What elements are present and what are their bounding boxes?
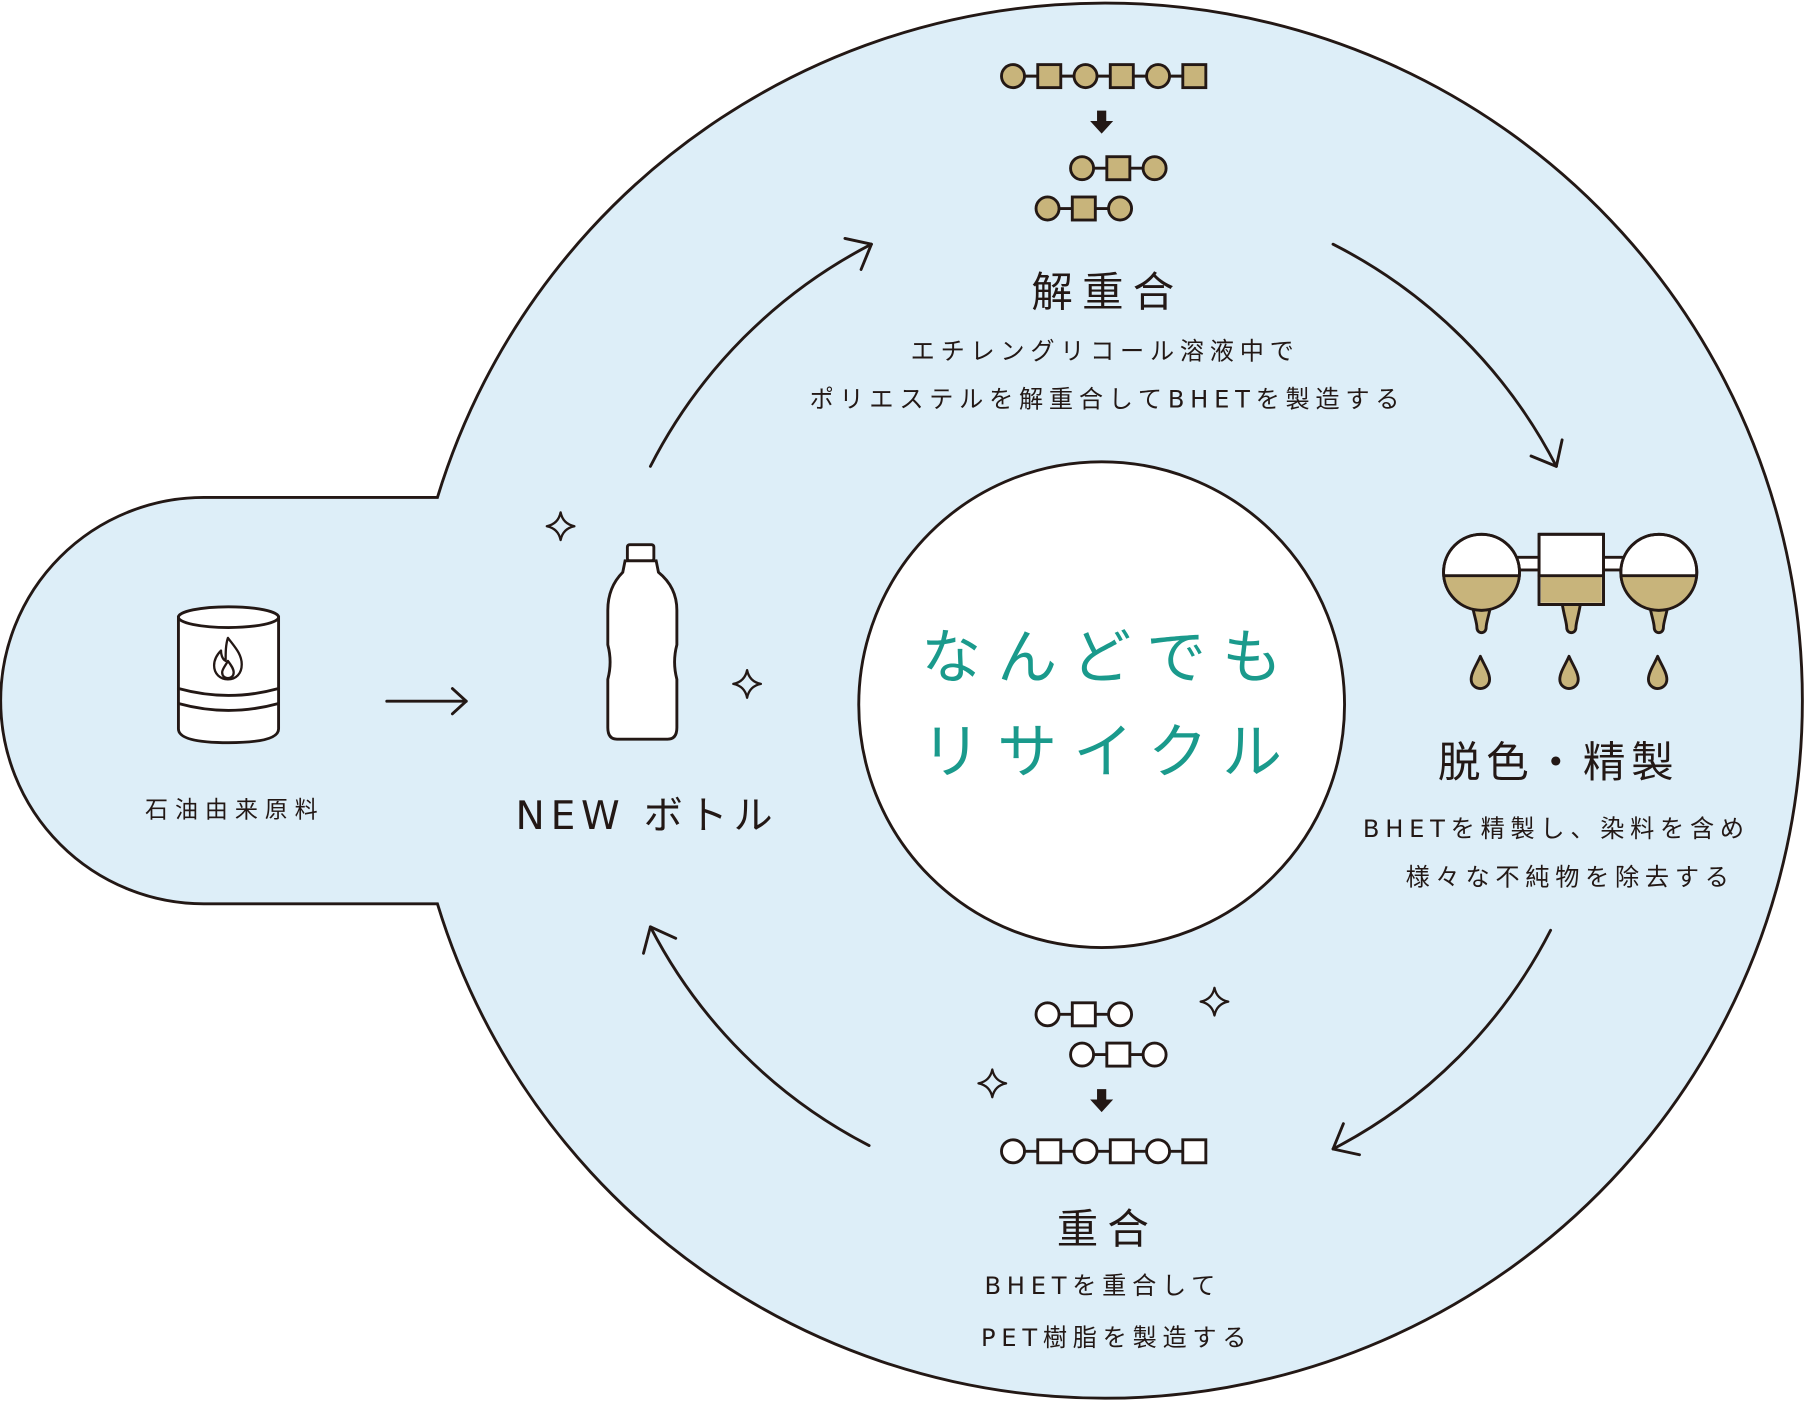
middle-vessel — [1537, 532, 1605, 606]
molecule-unit-square — [1105, 155, 1132, 182]
step-polymerization-desc-1: BHETを重合して — [984, 1272, 1221, 1300]
molecule-chain-breaking-icon — [1000, 63, 1208, 222]
center-text-line1: なんどでも — [921, 623, 1298, 693]
molecule-unit-square — [1108, 1138, 1135, 1165]
step-purification-title: 脱色・精製 — [1438, 738, 1680, 788]
step-purification-desc-2: 様々な不純物を除去する — [1406, 863, 1735, 891]
arrowhead-icon — [1331, 1122, 1361, 1157]
cycle-arrow-to-polymerization — [1331, 928, 1553, 1157]
left-flask — [1442, 532, 1521, 612]
cycle-arrow-to-purification — [1331, 242, 1564, 468]
short-molecule-chain — [1069, 155, 1168, 182]
flame-icon — [212, 636, 243, 681]
center-circle — [857, 460, 1346, 949]
molecule-unit-round — [1000, 63, 1026, 90]
source-to-bottle-arrow — [385, 687, 468, 716]
molecule-unit-round — [1145, 63, 1172, 90]
molecule-unit-round — [1034, 1001, 1061, 1028]
cycle-arrow-to-depolymerization — [648, 236, 873, 468]
down-arrow-icon — [1090, 1089, 1114, 1113]
molecule-unit-square — [1070, 1001, 1097, 1028]
molecule-unit-round — [1069, 155, 1096, 182]
molecule-unit-square — [1181, 1138, 1208, 1165]
molecule-unit-square — [1070, 195, 1097, 222]
molecule-unit-round — [1141, 155, 1168, 182]
droplet-icon — [1558, 654, 1580, 690]
bottle-cap — [625, 543, 656, 563]
molecule-unit-round — [1072, 1138, 1099, 1165]
filtration-vessels-icon — [1442, 532, 1699, 690]
pet-bottle-icon — [606, 543, 679, 741]
short-molecule-chain — [1069, 1041, 1168, 1068]
long-molecule-chain — [1000, 63, 1208, 90]
long-molecule-chain — [1000, 1138, 1208, 1165]
sparkle-icon — [545, 511, 576, 542]
droplet-icon — [1647, 654, 1669, 690]
arrowhead-icon — [450, 687, 468, 716]
molecule-unit-round — [1107, 1001, 1134, 1028]
molecule-unit-square — [1108, 63, 1135, 90]
drip — [1560, 601, 1582, 635]
drip — [1648, 604, 1670, 635]
bottle-label: NEW ボトル — [516, 794, 779, 839]
step-polymerization-desc-2: PET樹脂を製造する — [981, 1324, 1252, 1352]
step-depolymerization-desc-2: ポリエステルを解重合してBHETを製造する — [810, 386, 1406, 414]
droplet-icon — [1469, 654, 1492, 690]
short-molecule-chain — [1034, 195, 1134, 222]
molecule-unit-round — [1145, 1138, 1172, 1165]
molecule-chain-joining-icon — [1000, 1001, 1208, 1165]
arrowhead-icon — [1529, 438, 1564, 468]
molecule-unit-round — [1072, 63, 1099, 90]
cycle-arrow-to-bottle — [642, 925, 871, 1147]
down-arrow-icon — [1090, 110, 1114, 134]
short-molecule-chain — [1034, 1001, 1134, 1028]
molecule-unit-square — [1036, 63, 1063, 90]
molecule-unit-square — [1181, 63, 1208, 90]
molecule-unit-square — [1105, 1041, 1132, 1068]
molecule-unit-round — [1034, 195, 1061, 222]
step-depolymerization-title: 解重合 — [1031, 268, 1183, 316]
sparkle-icon — [732, 668, 763, 699]
arrowhead-icon — [642, 925, 678, 955]
oil-barrel-icon — [176, 605, 281, 745]
sparkle-icon — [977, 1068, 1008, 1099]
step-purification-desc-1: BHETを精製し、染料を含め — [1363, 815, 1750, 843]
step-polymerization-title: 重合 — [1057, 1205, 1158, 1253]
molecule-unit-round — [1141, 1041, 1168, 1068]
right-flask — [1619, 532, 1699, 612]
step-depolymerization-desc-1: エチレングリコール溶液中で — [911, 337, 1300, 365]
sparkle-icon — [1199, 986, 1230, 1017]
molecule-unit-square — [1036, 1138, 1063, 1165]
drip — [1470, 604, 1493, 635]
molecule-unit-round — [1069, 1041, 1096, 1068]
molecule-unit-round — [1107, 195, 1134, 222]
source-label: 石油由来原料 — [145, 797, 325, 823]
molecule-unit-round — [1000, 1138, 1026, 1165]
arrowhead-icon — [843, 236, 873, 271]
center-text-line2: リサイクル — [921, 718, 1298, 788]
